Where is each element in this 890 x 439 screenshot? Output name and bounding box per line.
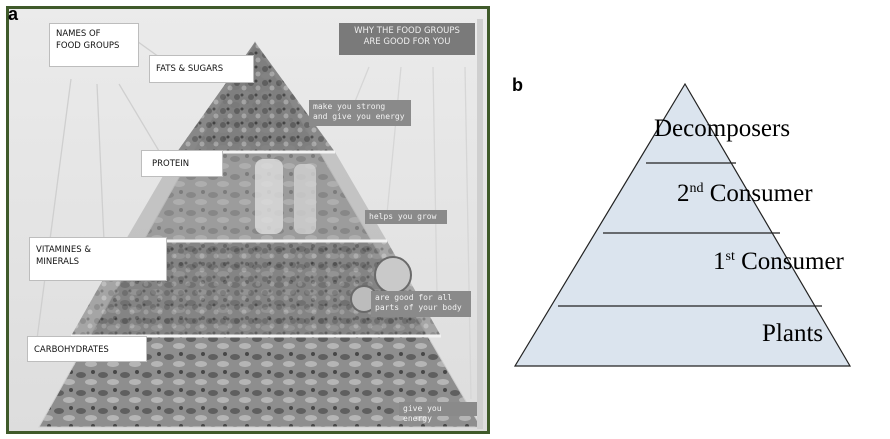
level-2nd-suffix: Consumer (703, 180, 813, 207)
level-2nd-prefix: 2 (677, 180, 690, 207)
carbohydrates-label: CARBOHYDRATES (27, 336, 147, 362)
trophic-pyramid (513, 82, 852, 367)
level-plants-text: Plants (762, 320, 824, 347)
vitamins-function-label: are good for all parts of your body (371, 291, 471, 317)
pointer-line (96, 83, 105, 242)
pointer-line (386, 66, 402, 215)
level-1st-suffix: Consumer (734, 248, 844, 275)
edge-strip (477, 19, 483, 429)
why-heading: WHY THE FOOD GROUPS ARE GOOD FOR YOU (339, 23, 475, 55)
level-plants: Plants (762, 320, 823, 348)
food-pyramid-photo: NAMES OF FOOD GROUPS FATS & SUGARS PROTE… (9, 9, 487, 431)
panel-b-letter: b (512, 75, 523, 95)
vitamins-minerals-label: VITAMINES & MINERALS (29, 237, 167, 281)
orange-slice (374, 256, 412, 294)
pointer-line (353, 66, 370, 105)
level-decomposers: Decomposers (654, 115, 790, 143)
protein-label: PROTEIN (141, 150, 223, 177)
level-decomposers-text: Decomposers (654, 115, 791, 142)
carbs-function-label: give you energy (399, 402, 477, 423)
level-1st-consumer: 1st Consumer (713, 248, 844, 276)
pointer-line (36, 78, 72, 340)
fats-function-label: make you strong and give you energy (309, 100, 411, 126)
level-1st-sup: st (725, 249, 735, 264)
milk-bottles (294, 164, 316, 234)
fats-sugars-label: FATS & SUGARS (149, 55, 254, 83)
level-2nd-sup: nd (689, 181, 704, 196)
trophic-pyramid-shape (513, 82, 852, 367)
pointer-line (118, 83, 160, 152)
food-groups-heading: NAMES OF FOOD GROUPS (49, 23, 139, 67)
panel-a-letter: a (8, 4, 19, 24)
fats-band (177, 42, 335, 152)
protein-function-label: helps you grow (365, 210, 447, 224)
pointer-line (432, 66, 438, 295)
food-pyramid-panel: NAMES OF FOOD GROUPS FATS & SUGARS PROTE… (6, 6, 490, 434)
pointer-line (464, 66, 472, 400)
level-2nd-consumer: 2nd Consumer (677, 180, 813, 208)
level-1st-prefix: 1 (713, 248, 726, 275)
milk-bottles (255, 159, 283, 234)
